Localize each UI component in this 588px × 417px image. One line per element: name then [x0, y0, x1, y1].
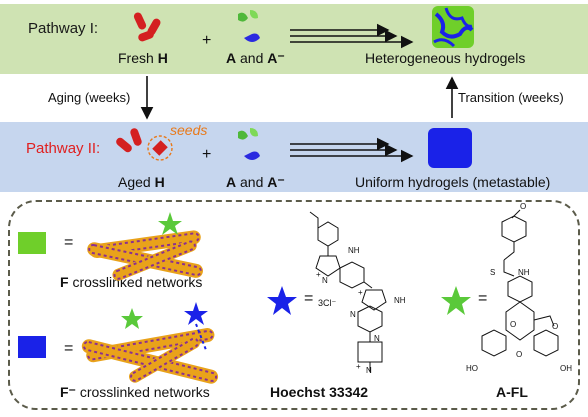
aged-h-molecules [116, 128, 173, 161]
f-minus-network-illustration [81, 302, 219, 384]
hoechst-n-3: N [374, 334, 380, 343]
afl-ho: HO [466, 364, 478, 373]
afl-s: S [490, 268, 496, 277]
hoechst-nh-2: NH [394, 296, 406, 305]
hoechst-counterion: 3Cl⁻ [318, 298, 337, 308]
heterogeneous-hydrogel-icon [432, 6, 474, 48]
hoechst-plus-2: + [358, 288, 363, 297]
legend-box [8, 200, 580, 410]
f-network-illustration [87, 212, 203, 281]
a-fl-structure [481, 209, 559, 357]
hoechst-nh-1: NH [348, 246, 360, 255]
a-molecule-icon-1 [238, 10, 260, 42]
a-and-a-minus-label-1: A and A⁻ [226, 50, 285, 66]
fresh-h-label: Fresh H [118, 50, 168, 66]
pathway-ii-label: Pathway II: [26, 140, 101, 157]
transition-label: Transition (weeks) [458, 90, 564, 105]
heterogeneous-hydrogels-label: Heterogeneous hydrogels [365, 50, 526, 66]
reaction-arrows-1 [290, 23, 414, 49]
fresh-h-molecules [133, 12, 161, 42]
green-equals: = [64, 234, 74, 251]
blue-equals: = [64, 340, 74, 357]
hoechst-structure [309, 211, 387, 372]
blue-star-equals: = [304, 290, 314, 307]
afl-o-3: O [510, 320, 517, 329]
pathway-graphics [116, 6, 474, 168]
a-and-a-minus-label-2: A and A⁻ [226, 174, 285, 190]
afl-name: A-FL [496, 384, 528, 400]
aging-label: Aging (weeks) [48, 90, 131, 105]
afl-o-1: O [520, 202, 527, 211]
pathway-i-label: Pathway I: [28, 20, 99, 37]
pathway-i-band [0, 4, 588, 74]
hoechst-name: Hoechst 33342 [270, 384, 369, 400]
f-minus-crosslinked-label: F⁻ crosslinked networks [60, 384, 210, 400]
hoechst-n-1: N [322, 276, 328, 285]
green-star-equals: = [478, 290, 488, 307]
afl-nh: NH [518, 268, 530, 277]
plus-sign-2: + [202, 146, 212, 163]
afl-o-4: O [516, 350, 523, 359]
afl-oh: OH [560, 364, 572, 373]
a-molecule-icon-2 [238, 128, 260, 160]
reaction-arrows-2 [290, 137, 414, 163]
blue-star-icon [267, 286, 297, 315]
hoechst-plus-3: + [356, 362, 361, 371]
seeds-label: seeds [170, 122, 208, 138]
green-square-icon [18, 232, 46, 254]
plus-sign-1: + [202, 32, 212, 49]
hoechst-n-4: N [366, 366, 372, 375]
f-crosslinked-label: F crosslinked networks [60, 274, 203, 290]
uniform-hydrogel-icon [428, 128, 472, 168]
green-star-icon [441, 286, 471, 315]
hoechst-plus-1: + [316, 270, 321, 279]
uniform-hydrogels-label: Uniform hydrogels (metastable) [355, 174, 551, 190]
blue-square-icon [18, 336, 46, 358]
pathway-ii-band [0, 122, 588, 192]
afl-o-2: O [552, 322, 559, 331]
hoechst-n-2: N [350, 310, 356, 319]
aged-h-label: Aged H [118, 174, 165, 190]
